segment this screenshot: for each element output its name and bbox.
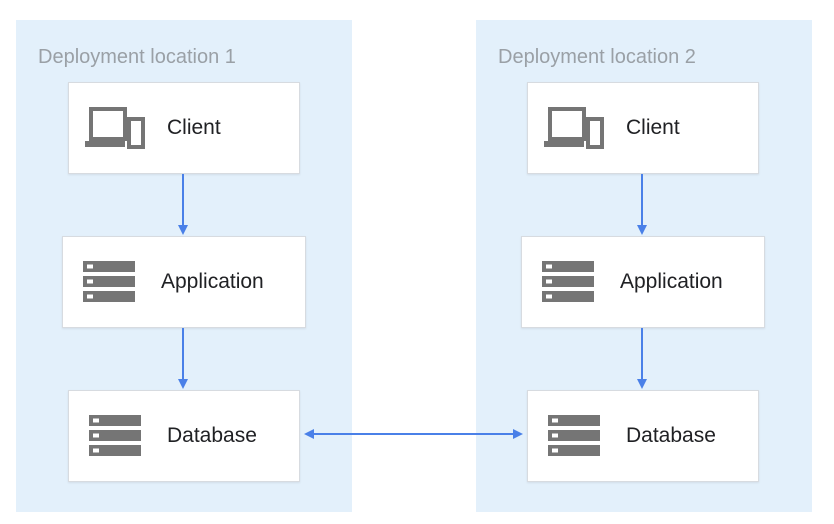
server-icon <box>548 415 600 456</box>
database-node-2: Database <box>527 390 759 482</box>
client-label: Client <box>167 116 221 139</box>
client-node-1: Client <box>68 82 300 174</box>
server-icon <box>542 261 594 302</box>
application-label: Application <box>620 270 723 293</box>
database-node-1: Database <box>68 390 300 482</box>
server-icon <box>89 415 141 456</box>
client-node-2: Client <box>527 82 759 174</box>
database-label: Database <box>167 424 257 447</box>
application-node-1: Application <box>62 236 306 328</box>
client-label: Client <box>626 116 680 139</box>
database-label: Database <box>626 424 716 447</box>
application-node-2: Application <box>521 236 765 328</box>
server-icon <box>83 261 135 302</box>
region-title: Deployment location 1 <box>38 46 236 68</box>
application-label: Application <box>161 270 264 293</box>
laptop-phone-icon <box>85 107 145 149</box>
laptop-phone-icon <box>544 107 604 149</box>
region-title: Deployment location 2 <box>498 46 696 68</box>
